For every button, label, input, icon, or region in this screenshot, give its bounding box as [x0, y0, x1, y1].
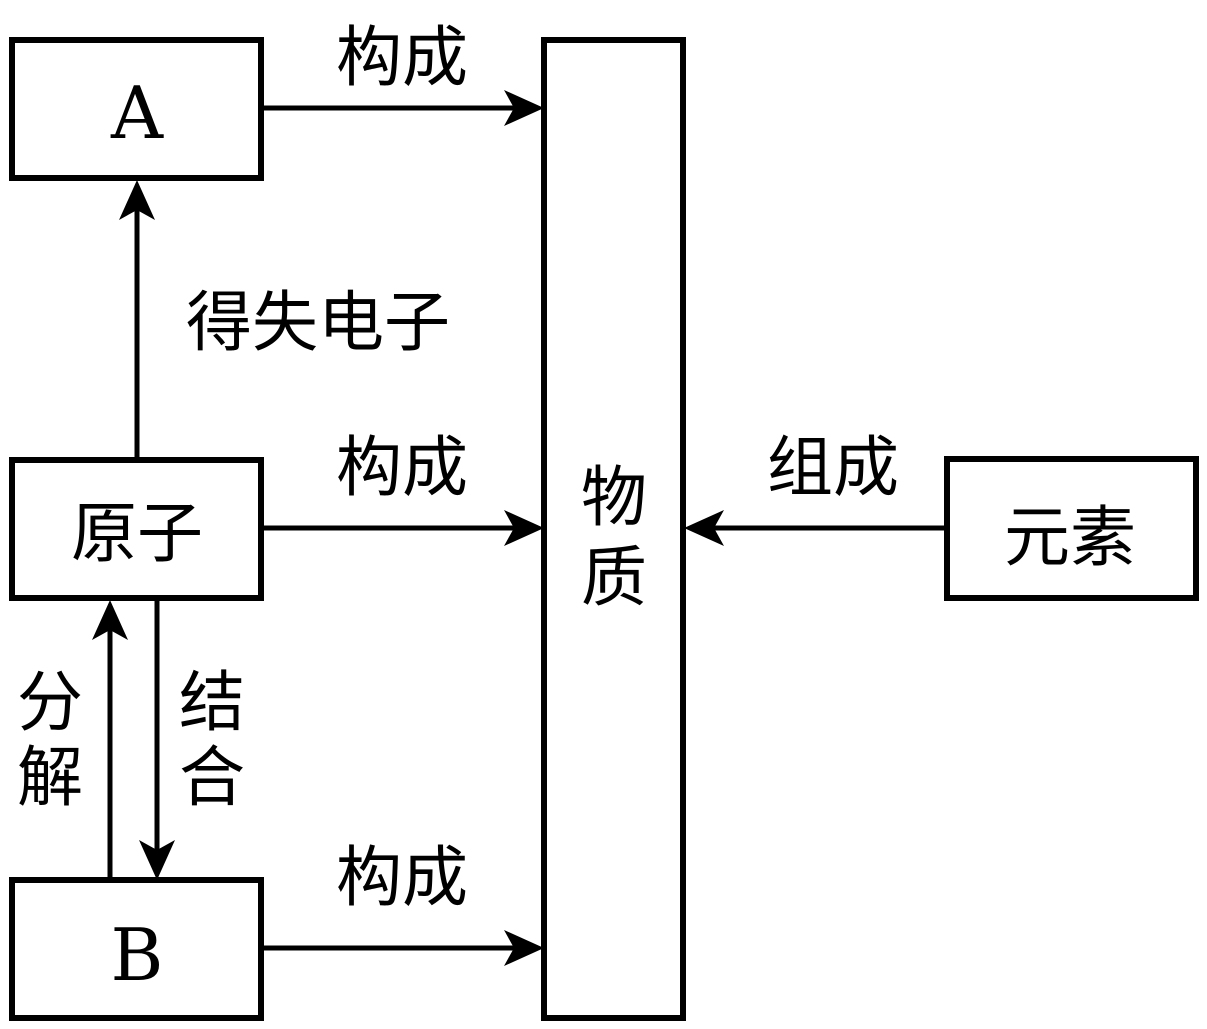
node-b-label: B: [111, 913, 164, 997]
node-matter-box: [541, 37, 686, 1021]
arrowhead-icon: [119, 180, 155, 220]
node-atom-box: [9, 457, 264, 601]
arrowhead-icon: [684, 510, 724, 546]
node-b-box: [9, 877, 264, 1021]
edge-atom-to-a-label: 得失电子: [186, 284, 450, 361]
arrowhead-icon: [92, 600, 128, 640]
edge-atom-to-b-label-top: 结: [179, 664, 245, 741]
arrowhead-icon: [139, 840, 175, 880]
node-element-label: 元素: [1004, 499, 1136, 576]
edge-a-to-matter-label: 构成: [336, 19, 468, 96]
node-a-box: [9, 37, 264, 181]
arrowhead-icon: [504, 510, 544, 546]
edge-atom-to-b-label-bottom: 合: [179, 739, 245, 816]
edge-b-to-atom-label-bottom: 解: [17, 739, 83, 816]
edge-b-to-atom-label-top: 分: [17, 664, 83, 741]
arrowhead-icon: [504, 90, 544, 126]
edge-atom-to-matter-label: 构成: [336, 429, 468, 506]
node-matter-label-top: 物: [581, 459, 647, 536]
node-a-label: A: [110, 71, 164, 155]
edge-element-to-matter-label: 组成: [767, 429, 899, 506]
node-matter-label-bottom: 质: [581, 539, 647, 616]
arrowhead-icon: [504, 930, 544, 966]
node-atom-label: 原子: [71, 495, 203, 572]
node-element-box: [944, 456, 1199, 601]
edge-b-to-matter-label: 构成: [336, 839, 468, 916]
